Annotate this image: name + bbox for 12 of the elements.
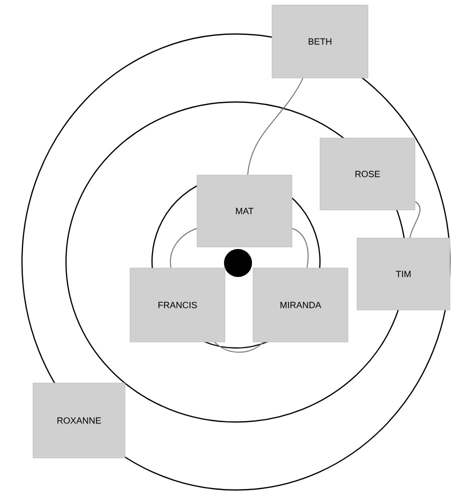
connector-line	[170, 228, 198, 268]
connector-line	[214, 342, 264, 353]
sticky-note: BETH	[272, 4, 368, 78]
sticky-note: MAT	[196, 174, 292, 248]
connector-line	[409, 201, 420, 238]
sticky-note: ROXANNE	[32, 382, 126, 458]
connector-line	[247, 78, 304, 176]
connector-line	[292, 228, 309, 268]
sticky-note: TIM	[356, 238, 450, 310]
sticky-note: MIRANDA	[252, 268, 348, 342]
sticky-note: FRANCIS	[130, 268, 226, 342]
sticky-note: ROSE	[320, 138, 416, 210]
